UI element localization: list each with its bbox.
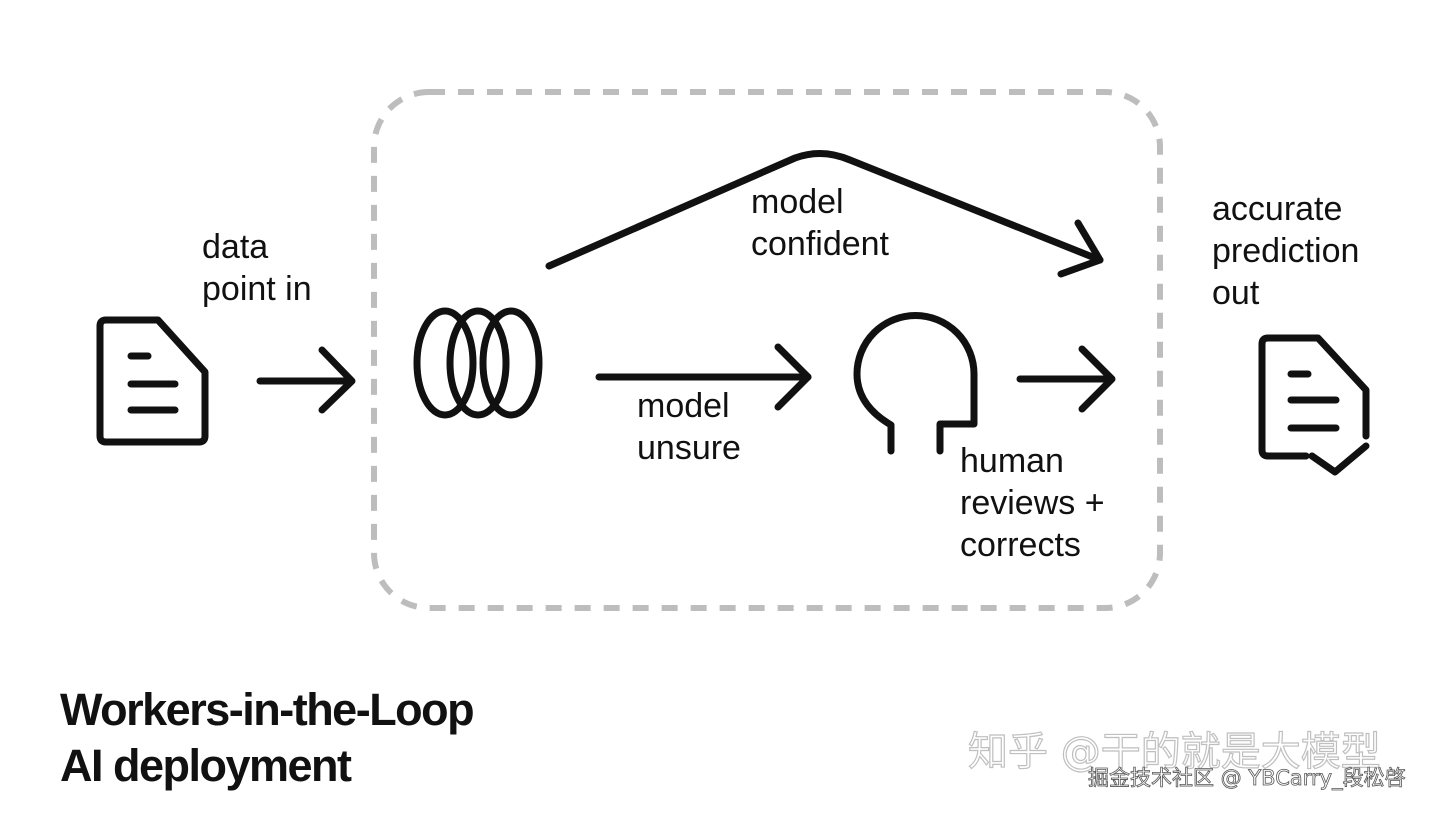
arrow-model-unsure [595,343,812,411]
document-check-icon [1258,334,1370,476]
label-model-confident: model confident [751,181,889,265]
label-line: out [1212,274,1260,312]
label-line: confident [751,225,889,263]
label-human-reviews: human reviews + corrects [960,440,1105,566]
label-line: unsure [637,429,741,467]
label-model-unsure: model unsure [637,385,741,469]
label-data-point-in: data point in [202,226,312,310]
watermark-juejin: 掘金技术社区 @ YBCarry_段松啓 [1088,766,1406,791]
title-line-2: AI deployment [60,740,352,791]
label-line: point in [202,270,312,308]
label-line: prediction [1212,232,1360,270]
label-line: data [202,228,269,266]
arrow-human-to-output [1016,345,1116,413]
arrow-model-confident [545,150,1104,278]
label-line: accurate [1212,190,1343,228]
label-line: model [751,183,844,221]
label-line: corrects [960,526,1081,564]
label-line: reviews + [960,484,1105,522]
label-line: human [960,442,1064,480]
system-boundary [371,89,1163,611]
label-accurate-prediction-out: accurate prediction out [1212,188,1359,314]
diagram-title: Workers-in-the-Loop AI deployment [60,682,475,794]
model-loops-icon [413,307,543,419]
title-line-1: Workers-in-the-Loop [60,684,475,735]
watermark-zhihu: 知乎 @干的就是大模型 [967,728,1381,775]
document-icon [96,316,209,446]
arrow-data-to-model [256,346,356,414]
label-line: model [637,387,730,425]
human-head-icon [853,312,978,455]
